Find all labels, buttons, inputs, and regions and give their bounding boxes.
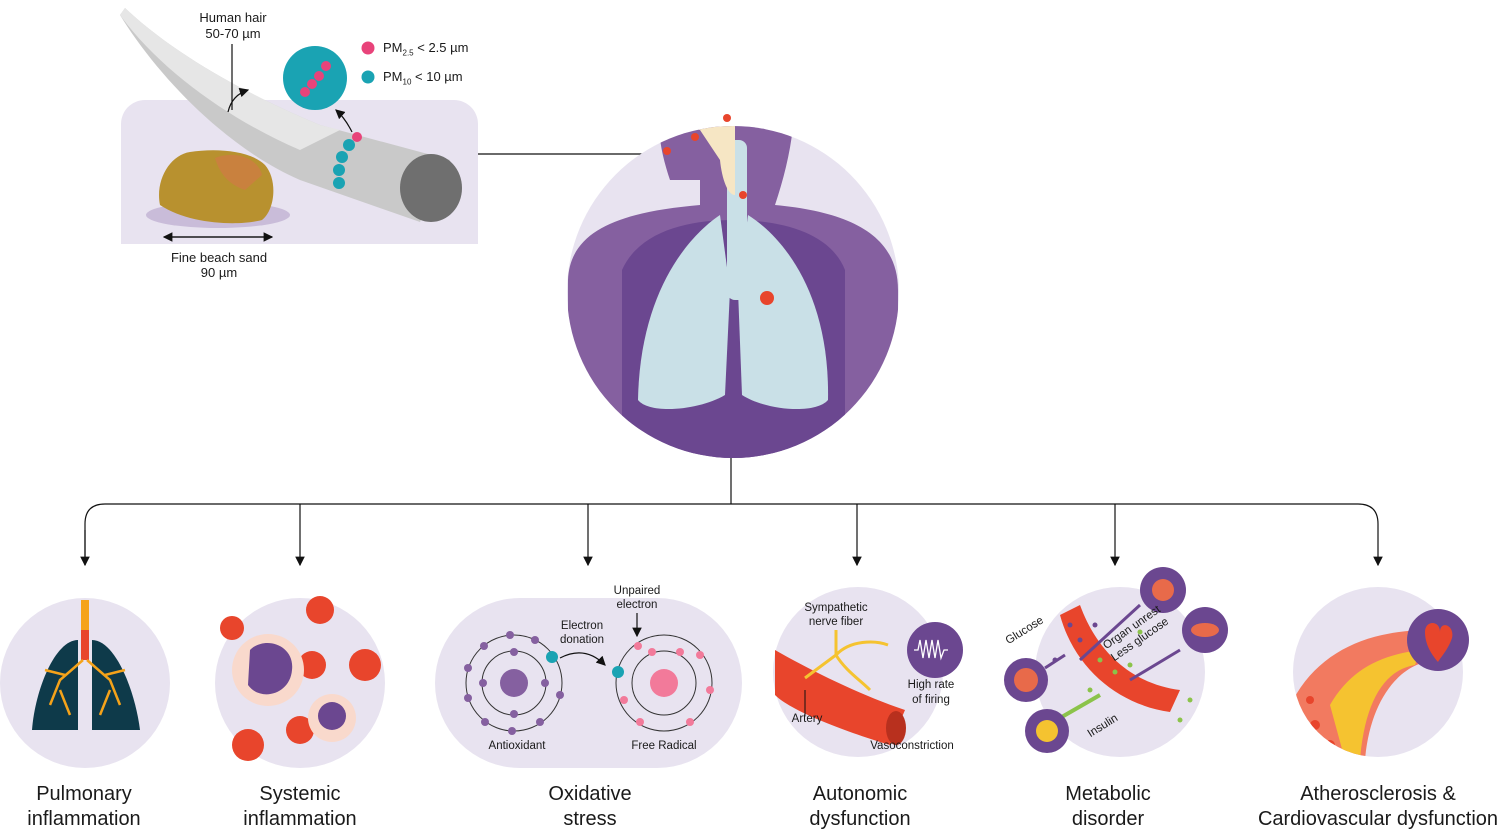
free-radical-label: Free Radical	[631, 740, 697, 752]
sand-label: Fine beach sand	[170, 250, 268, 265]
oxidative-illustration	[435, 598, 742, 768]
pulmonary-illustration	[0, 598, 170, 768]
pm10-legend-dot	[361, 70, 375, 84]
hair-label: Human hair	[199, 10, 267, 25]
particle-size-panel	[120, 8, 478, 244]
nerve-label-1: Sympathetic	[804, 602, 868, 614]
outcome-cardiovascular: Atherosclerosis &Cardiovascular dysfunct…	[1257, 783, 1499, 830]
donation-label-2: donation	[559, 634, 605, 646]
unpaired-label-1: Unpaired	[613, 585, 661, 597]
systemic-illustration	[215, 596, 385, 768]
vasoconstriction-label: Vasoconstriction	[870, 740, 954, 752]
firing-label-2: of firing	[912, 694, 950, 706]
pm10-legend: PM10 < 10 µm	[383, 69, 463, 87]
pm25-legend: PM2.5 < 2.5 µm	[383, 40, 469, 58]
hair-cross-section	[400, 154, 462, 222]
pm25-legend-dot	[361, 41, 375, 55]
metabolic-illustration	[1004, 567, 1228, 757]
hair-size: 50-70 µm	[205, 26, 261, 41]
nerve-label-2: nerve fiber	[808, 616, 864, 628]
autonomic-illustration	[773, 587, 963, 757]
donation-label-1: Electron	[560, 620, 604, 632]
unpaired-label-2: electron	[616, 599, 658, 611]
sand-size: 90 µm	[200, 265, 238, 280]
human-respiratory-figure	[567, 114, 899, 458]
firing-label-1: High rate	[907, 679, 955, 691]
cardiovascular-illustration	[1293, 587, 1469, 757]
antioxidant-label: Antioxidant	[488, 740, 546, 752]
outcome-connector-lines	[80, 458, 1383, 567]
artery-label: Artery	[791, 713, 823, 725]
